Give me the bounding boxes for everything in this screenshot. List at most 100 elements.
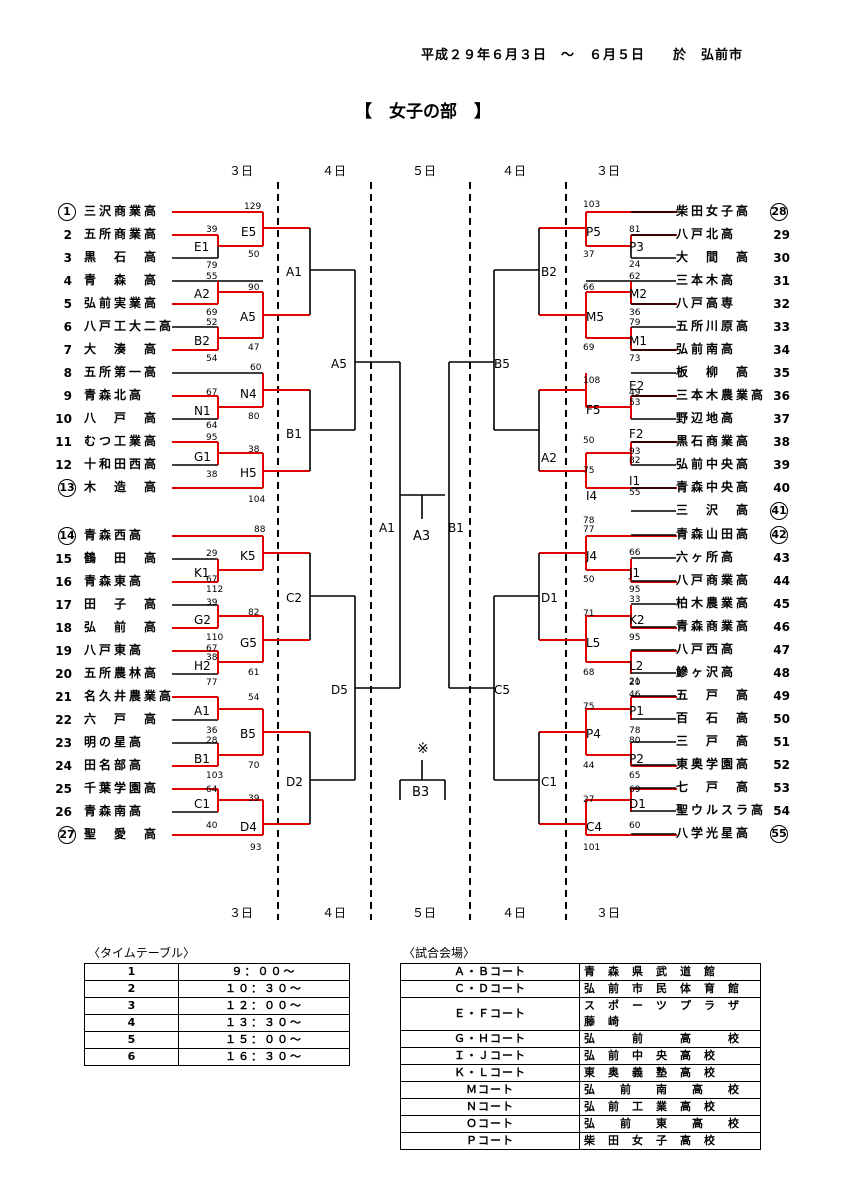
table-cell: 弘 前 中 央 高 校 bbox=[579, 1047, 761, 1065]
table-cell: 弘 前 東 高 校 bbox=[579, 1115, 761, 1133]
table-cell: Ａ・Ｂコート bbox=[400, 963, 580, 981]
header-date-place: 平成２９年６月３日 ～ ６月５日 於 弘前市 bbox=[421, 48, 744, 63]
team-number: 51 bbox=[773, 735, 790, 749]
team-name: 青森中央高 bbox=[676, 480, 752, 494]
score: 81 bbox=[629, 225, 641, 235]
table-row: Ｇ・Ｈコート弘 前 高 校 bbox=[400, 1030, 761, 1048]
team-number: 26 bbox=[55, 805, 72, 819]
team-number: 31 bbox=[773, 274, 790, 288]
page-title: 【 女子の部 】 bbox=[355, 102, 491, 122]
team-name: 六ヶ所高 bbox=[676, 550, 737, 564]
team-name: 弘前中央高 bbox=[676, 457, 752, 471]
score: 52 bbox=[206, 318, 218, 328]
team-name: 田名部高 bbox=[84, 758, 145, 772]
table-cell: 弘 前 南 高 校 bbox=[579, 1081, 761, 1099]
timetable-caption: 〈タイムテーブル〉 bbox=[88, 946, 196, 960]
table-row: Ｐコート柴 田 女 子 高 校 bbox=[400, 1132, 761, 1150]
team-number: 3 bbox=[63, 251, 72, 265]
team-name: 柴田女子高 bbox=[676, 204, 752, 218]
table-cell: 6 bbox=[84, 1048, 179, 1066]
table-cell: 1 bbox=[84, 963, 179, 981]
team-name: 八 戸 高 bbox=[84, 411, 160, 425]
table-cell: １３：３０～ bbox=[178, 1014, 350, 1032]
team-number: 7 bbox=[63, 343, 72, 357]
team-name: 八戸北高 bbox=[676, 227, 737, 241]
team-name: 五所第一高 bbox=[84, 365, 160, 379]
match-label: F2 bbox=[629, 427, 644, 441]
score: 80 bbox=[629, 736, 641, 746]
score: 54 bbox=[248, 693, 260, 703]
team-number: 2 bbox=[63, 228, 72, 242]
team-number: 45 bbox=[773, 597, 790, 611]
match-label: D1 bbox=[541, 591, 558, 605]
score: 78 bbox=[583, 516, 595, 526]
match-label: E1 bbox=[194, 240, 210, 254]
team-name: 千葉学園高 bbox=[84, 781, 160, 795]
match-label: C2 bbox=[286, 591, 303, 605]
day-label: ４日 bbox=[322, 906, 347, 920]
score: 95 bbox=[629, 585, 641, 595]
team-name: 聖 愛 高 bbox=[84, 827, 160, 841]
score: 40 bbox=[206, 821, 218, 831]
table-cell: １６：３０～ bbox=[178, 1048, 350, 1066]
match-label: J4 bbox=[586, 549, 598, 563]
team-name: 弘前南高 bbox=[676, 342, 737, 356]
score: 104 bbox=[248, 495, 266, 505]
team-number: 43 bbox=[773, 551, 790, 565]
score: 46 bbox=[629, 690, 641, 700]
team-number: 18 bbox=[55, 621, 72, 635]
match-label: A1 bbox=[286, 265, 302, 279]
table-cell: Ｋ・Ｌコート bbox=[400, 1064, 580, 1082]
table-cell: Ｉ・Ｊコート bbox=[400, 1047, 580, 1065]
day-label: ５日 bbox=[412, 906, 437, 920]
team-name: 野辺地高 bbox=[676, 411, 737, 425]
score: 39 bbox=[206, 598, 218, 608]
score: 49 bbox=[629, 388, 641, 398]
score: 69 bbox=[206, 308, 218, 318]
team-name: 五所商業高 bbox=[84, 227, 160, 241]
team-number: 13 bbox=[58, 479, 76, 497]
table-cell: 2 bbox=[84, 980, 179, 998]
score: 82 bbox=[248, 608, 260, 618]
match-label: A2 bbox=[194, 287, 210, 301]
team-name: 大 間 高 bbox=[676, 250, 752, 264]
table-cell: 東 奥 義 塾 高 校 bbox=[579, 1064, 761, 1082]
match-label: A1 bbox=[379, 521, 395, 535]
team-number: 33 bbox=[773, 320, 790, 334]
match-label: B1 bbox=[448, 521, 464, 535]
score: 110 bbox=[206, 633, 224, 643]
team-number: 9 bbox=[63, 389, 72, 403]
day-label: ５日 bbox=[412, 164, 437, 178]
team-name: 柏木農業高 bbox=[676, 596, 752, 610]
match-label: C1 bbox=[194, 797, 211, 811]
team-name: 青森西高 bbox=[84, 528, 145, 542]
team-number: 41 bbox=[770, 502, 788, 520]
day-label: ３日 bbox=[596, 906, 621, 920]
team-number: 44 bbox=[773, 574, 790, 588]
team-name: 名久井農業高 bbox=[84, 689, 175, 703]
match-label: B5 bbox=[240, 727, 256, 741]
table-cell: １５：００～ bbox=[178, 1031, 350, 1049]
table-row: Ｅ・Ｆコートス ポ ー ツ プ ラ ザ 藤 崎 bbox=[400, 997, 761, 1031]
match-label: E5 bbox=[241, 225, 257, 239]
table-row: Ｏコート弘 前 東 高 校 bbox=[400, 1115, 761, 1133]
score: 55 bbox=[206, 272, 218, 282]
team-number: 19 bbox=[55, 644, 72, 658]
team-name: 六 戸 高 bbox=[84, 712, 160, 726]
score: 65 bbox=[629, 771, 641, 781]
score: 50 bbox=[248, 250, 260, 260]
team-name: 青 森 高 bbox=[84, 273, 160, 287]
table-cell: Ｏコート bbox=[400, 1115, 580, 1133]
team-number: 10 bbox=[55, 412, 72, 426]
table-row: Ｋ・Ｌコート東 奥 義 塾 高 校 bbox=[400, 1064, 761, 1082]
score: 39 bbox=[248, 794, 260, 804]
team-number: 50 bbox=[773, 712, 790, 726]
team-number: 8 bbox=[63, 366, 72, 380]
table-cell: Ｅ・Ｆコート bbox=[400, 997, 580, 1031]
